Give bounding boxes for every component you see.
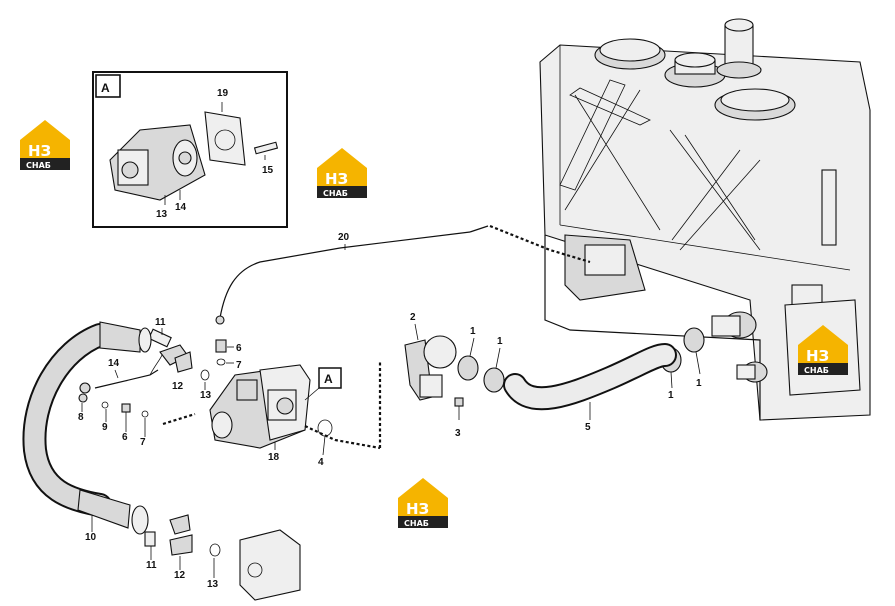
callout-18: 18: [268, 452, 280, 463]
callout-inset-13: 13: [156, 209, 168, 220]
callout-20: 20: [338, 232, 350, 243]
watermark-bottom-text: СНАБ: [323, 189, 348, 198]
callout-1b: 1: [497, 336, 503, 347]
callout-4: 4: [318, 457, 324, 468]
inset-pump: [109, 124, 206, 201]
fitting-group-upper: 11 12 13 14 8 9 6 7: [78, 317, 212, 448]
watermark-logo-1: НЗ СНАБ: [20, 120, 70, 170]
watermark-bottom-text: СНАБ: [26, 161, 51, 170]
inset-a: A 19 15 13 14: [92, 71, 288, 228]
callout-13a: 13: [200, 390, 212, 401]
callout-12b: 12: [174, 570, 186, 581]
callout-11b: 11: [146, 560, 157, 571]
callout-inset-19: 19: [217, 88, 229, 99]
watermark-logo-3: НЗ СНАБ: [798, 325, 848, 375]
watermark-top-text: НЗ: [406, 500, 429, 518]
watermark-bottom-text: СНАБ: [804, 366, 829, 375]
inset-pin: [253, 141, 279, 155]
callout-a-letter: A: [324, 372, 333, 386]
watermark-top-text: НЗ: [28, 142, 51, 160]
callout-1d: 1: [696, 378, 702, 389]
callout-10: 10: [85, 532, 97, 543]
callout-11a: 11: [155, 317, 166, 328]
callout-6b: 6: [122, 432, 128, 443]
callout-5: 5: [585, 422, 591, 433]
hydraulic-tank: [539, 18, 871, 421]
fitting-6-7: 6 7: [215, 339, 242, 371]
watermark-top-text: НЗ: [325, 170, 348, 188]
watermark-bottom-text: СНАБ: [404, 519, 429, 528]
elbow-2: 2: [404, 312, 457, 401]
inset-letter: A: [101, 81, 110, 95]
callout-6: 6: [236, 343, 242, 354]
callout-3: 3: [455, 428, 461, 439]
callout-9: 9: [102, 422, 108, 433]
gear-pump-18: 18: [209, 364, 311, 463]
suction-hose-10: 10: [22, 321, 152, 543]
fitting-group-lower: 11 12 13: [144, 514, 301, 601]
bolt-3: 3: [454, 397, 464, 439]
callout-inset-15: 15: [262, 165, 274, 176]
callout-inset-14: 14: [175, 202, 187, 213]
watermark-logo-2: НЗ СНАБ: [317, 148, 367, 198]
callout-1c: 1: [668, 390, 674, 401]
inset-gasket: [204, 111, 246, 166]
pilot-hose-20: 20: [215, 224, 591, 325]
return-hose-5: 5: [503, 343, 677, 433]
callout-2: 2: [410, 312, 416, 323]
view-a-callout: A: [304, 367, 342, 401]
callout-7b: 7: [140, 437, 146, 448]
callout-7a: 7: [236, 360, 242, 371]
callout-12a: 12: [172, 381, 184, 392]
callout-13b: 13: [207, 579, 219, 590]
watermark-top-text: НЗ: [806, 347, 829, 365]
watermark-logo-4: НЗ СНАБ: [398, 478, 448, 528]
o-ring-4: 4: [317, 419, 333, 468]
callout-1a: 1: [470, 326, 476, 337]
callout-14: 14: [108, 358, 120, 369]
callout-8: 8: [78, 412, 84, 423]
